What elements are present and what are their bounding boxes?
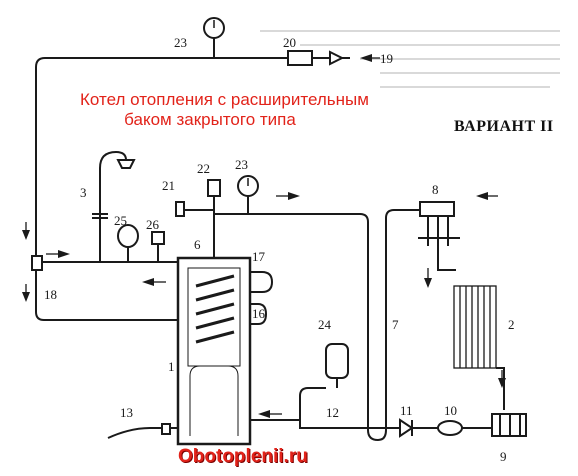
- label-24: 24: [318, 317, 331, 332]
- check-valve-icon: [399, 418, 414, 438]
- variant-label: ВАРИАНТ II: [454, 118, 554, 135]
- expansion-tank-icon: [117, 224, 139, 248]
- caption-line-1: Котел отопления с расширительным: [80, 90, 369, 109]
- arrow-icon: [58, 250, 70, 258]
- label-9: 9: [500, 449, 507, 464]
- shower-head-icon: [116, 159, 136, 169]
- label-23: 23: [235, 157, 248, 172]
- label-3: 3: [80, 185, 87, 200]
- label-12: 12: [326, 405, 339, 420]
- heat-coil-16: [250, 303, 268, 325]
- pipe-shower: [99, 150, 127, 262]
- pipe-hot-main: [240, 209, 420, 442]
- label-13: 13: [120, 405, 133, 420]
- label-19: 19: [380, 51, 393, 66]
- arrow-icon: [476, 192, 488, 200]
- air-vent-icon: [207, 179, 221, 197]
- label-22: 22: [197, 161, 210, 176]
- arrow-icon: [498, 378, 506, 388]
- pipe-return: [250, 419, 496, 429]
- heat-exchanger-coil: [195, 274, 235, 344]
- label-23: 23: [174, 35, 187, 50]
- arrow-icon: [360, 54, 372, 62]
- label-18: 18: [44, 287, 57, 302]
- heat-coil-17: [250, 271, 274, 293]
- check-valve-icon: [329, 50, 345, 66]
- pipe-hot-out: [213, 213, 240, 258]
- watermark-rest: otoplenii.ru: [204, 446, 308, 467]
- label-2: 2: [508, 317, 515, 332]
- pipe-cold-supply: [35, 57, 350, 321]
- pump-icon: [437, 420, 463, 436]
- label-21: 21: [162, 178, 175, 193]
- label-16: 16: [252, 306, 265, 321]
- arrow-icon: [142, 278, 154, 286]
- label-25: 25: [114, 213, 127, 228]
- site-watermark: Obotoplenii.ru: [178, 446, 308, 468]
- diagram-caption: Котел отопления с расширительным баком з…: [80, 90, 369, 130]
- arrow-icon: [22, 292, 30, 302]
- arrow-icon: [424, 278, 432, 288]
- label-6: 6: [194, 237, 201, 252]
- radiator: [453, 285, 497, 369]
- arrow-icon: [22, 230, 30, 240]
- label-7: 7: [392, 317, 399, 332]
- label-10: 10: [444, 403, 457, 418]
- label-17: 17: [252, 249, 265, 264]
- label-20: 20: [283, 35, 296, 50]
- label-1: 1: [168, 359, 175, 374]
- pressure-reducer-icon: [287, 50, 313, 66]
- expansion-tank-24: [325, 343, 349, 379]
- valve-icon: [175, 201, 185, 217]
- label-26: 26: [146, 217, 159, 232]
- collector-8: [419, 201, 455, 217]
- arrow-icon: [288, 192, 300, 200]
- arrow-icon: [258, 410, 270, 418]
- label-11: 11: [400, 403, 413, 418]
- watermark-prefix: Ob: [178, 446, 205, 467]
- pipe-drain: [107, 427, 178, 439]
- label-8: 8: [432, 182, 439, 197]
- caption-line-2: баком закрытого типа: [124, 110, 296, 129]
- safety-valve-icon: [151, 231, 165, 245]
